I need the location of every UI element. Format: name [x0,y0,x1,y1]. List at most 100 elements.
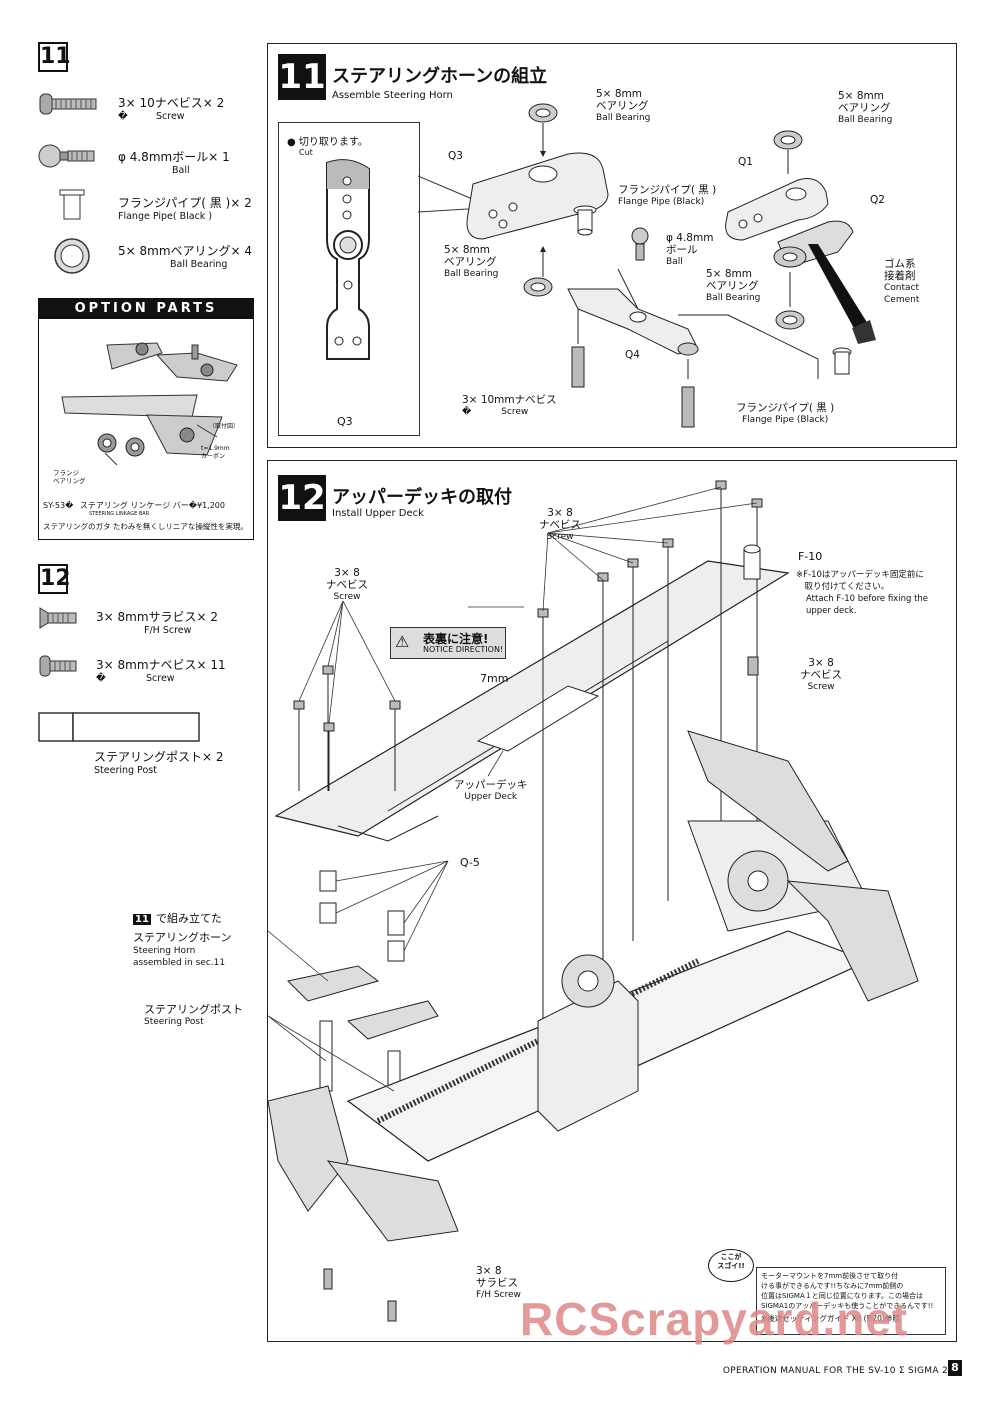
bearing-label-4: 5× 8mm ベアリング Ball Bearing [706,268,760,304]
cement-jp: ゴム系 接着剤 [884,258,916,282]
product-description: ステアリングのガタ たわみを無くしリニアな操縦性を実現。 [43,522,248,531]
product-price: �¥1,200 [188,501,225,510]
fh-screw-jp: 3× 8 サラビス [476,1265,518,1289]
screw-label-right: 3× 8 ナベビス Screw [800,657,842,693]
screw-jp: 3× 8 ナベビス [539,507,581,531]
part-screw-3x8: 3× 8mmナベビス× 11 � Screw [38,654,258,694]
screw-icon [39,655,77,677]
q5-label: Q-5 [460,856,480,869]
part-label: 5× 8mmベアリング× 4 [118,244,253,258]
bearing-icon [54,238,90,274]
product-code: SY-53� [43,501,74,510]
bearing-label-3: 5× 8mm ベアリング Ball Bearing [838,90,892,126]
part-screw-3x10: 3× 10ナベビス× 2 � Screw [38,92,258,132]
screw-jp: 3× 10mmナベビス [462,394,557,406]
notice-direction: ⚠ 表裏に注意! NOTICE DIRECTION! [390,627,506,659]
part-label-en: Flange Pipe( Black ) [118,211,213,222]
cement-en: Contact Cement [884,283,920,305]
part-label-en: Ball [172,165,190,176]
q3-label: Q3 [448,150,463,162]
q1-label: Q1 [738,156,753,168]
screw-jp: 3× 8 ナベビス [800,657,842,681]
part-label: 3× 8mmナベビス× 11 [96,658,226,672]
q3-horn-illustration [466,103,609,297]
part-flange-pipe: フランジパイプ( 黒 )× 2 Flange Pipe( Black ) [38,188,258,228]
flange-label-2: フランジパイプ( 黒 ) Flange Pipe (Black) [736,402,834,426]
option-parts-header: OPTION PARTS [39,299,253,319]
watermark: RCScrapyard.net [520,1293,909,1345]
part-ball-4-8: φ 4.8mmボール× 1 Ball [38,142,258,182]
part-fh-screw-3x8: 3× 8mmサラビス× 2 F/H Screw [38,606,258,646]
ball-icon [38,144,95,168]
cut-label: ● 切り取ります。 [287,137,368,148]
part-label-en: F/H Screw [144,625,192,636]
f10-label: F-10 [798,550,823,563]
horn-ref-jp: で組み立てた ステアリングホーン [133,912,232,944]
chassis-exploded-illustration [268,480,919,1322]
cement-label: ゴム系 接着剤 Contact Cement [884,258,919,306]
install-note: （取付図） [209,423,240,430]
product-line: SY-53� ステアリング リンケージ バー�¥1,200 [43,500,225,511]
step-12-title: アッパーデッキの取付 [332,487,512,508]
screw-en-text: Screw [501,407,529,417]
bearing-label-1: 5× 8mm ベアリング Ball Bearing [596,88,650,124]
f10-note-jp: ※F-10はアッパーデッキ固定前に 取り付けてください。 [796,570,924,592]
bearing-jp: 5× 8mm ベアリング [444,244,497,268]
page-number: 8 [948,1360,962,1376]
tip-reference: ※後述セッティングガイド XII (P.20)参照 [761,1314,900,1323]
ball-jp: φ 4.8mm ボール [666,232,714,256]
step-11-subtitle: Assemble Steering Horn [332,90,453,101]
horn-ref-en: Steering Horn assembled in sec.11 [133,946,226,968]
tip-badge: ここが スゴイ!! [708,1249,754,1282]
post-en: Steering Post [144,1017,204,1027]
linkage-bar-illustration [61,342,238,466]
screw-en: Screw [807,682,835,692]
part-label: ステアリングポスト× 2 [94,750,224,764]
screw-label-left: 3× 8 ナベビス Screw [326,567,368,603]
notice-en: NOTICE DIRECTION! [423,645,504,654]
screw-en: Screw [333,592,361,602]
cement-tube-illustration [808,244,876,344]
cut-detail-box: ● 切り取ります。 Cut Q3 [278,122,420,436]
q3-cut-illustration [326,159,370,360]
part-label-en: Screw [156,111,185,122]
screw-en: � Screw [462,406,557,418]
post-label: ステアリングポスト Steering Post [144,1001,284,1027]
fh-screw-icon [39,607,77,629]
flange-jp: フランジパイプ( 黒 ) [736,402,835,414]
bearing-jp: 5× 8mm ベアリング [596,88,649,112]
screw-jp: 3× 8 ナベビス [326,567,368,591]
horn-ref-badge: 11 [133,914,151,925]
part-label-en: Steering Post [94,765,157,776]
dimension-label: 7mm [480,672,509,685]
screw-mark: � [462,407,472,417]
step-12-panel: 12 アッパーデッキの取付 Install Upper Deck [133,460,957,1342]
f10-note-en: Attach F-10 before fixing the upper deck… [806,594,929,616]
steering-post-icon [38,712,200,742]
q3-cut-label: Q3 [337,415,353,428]
q2-label: Q2 [870,194,885,206]
flange-note: フランジ ベアリング [53,469,86,485]
part-mark: � [96,673,106,684]
screw-label-top: 3× 8 ナベビス Screw [539,507,581,543]
product-name-en: STEERING LINKAGE BAR [89,511,150,517]
ball-en: Ball [666,257,683,267]
step-12-subtitle: Install Upper Deck [332,508,424,519]
flange-pipe-icon [59,189,85,220]
part-label: フランジパイプ( 黒 )× 2 [118,196,252,210]
part-label: 3× 10ナベビス× 2 [118,96,225,110]
fh-screw-en: F/H Screw [476,1290,521,1300]
step-11-title: ステアリングホーンの組立 [332,66,548,87]
part-label-en: Screw [146,673,175,684]
flange-en: Flange Pipe (Black) [618,197,705,207]
f10-note: ※F-10はアッパーデッキ固定前に 取り付けてください。 Attach F-10… [796,569,946,617]
step-12-badge: 12 [278,475,326,521]
spec-note: t=1.9mm カーボン [201,445,230,460]
notice-jp: 表裏に注意! [423,632,489,646]
part-bearing: 5× 8mmベアリング× 4 Ball Bearing [38,236,258,276]
step-11-badge: 11 [278,54,326,100]
bearing-en: Ball Bearing [596,113,651,123]
bearing-en: Ball Bearing [444,269,499,279]
part-mark: � [118,111,128,122]
product-name: ステアリング リンケージ バー [79,501,189,510]
